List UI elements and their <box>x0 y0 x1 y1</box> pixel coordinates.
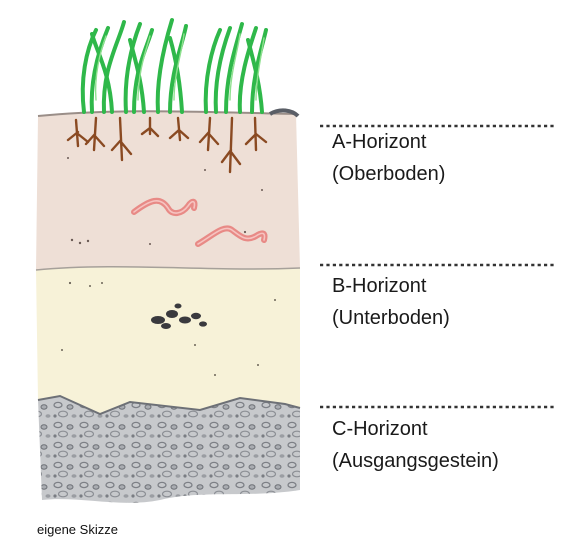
c-horizon-name: C-Horizont <box>332 413 499 445</box>
b-horizon-description: (Unterboden) <box>332 302 450 334</box>
a-horizon-name: A-Horizont <box>332 126 445 158</box>
c-horizon-description: (Ausgangsgestein) <box>332 445 499 477</box>
a-horizon-description: (Oberboden) <box>332 158 445 190</box>
b-horizon-soil <box>36 267 300 414</box>
b-horizon-label: B-Horizont (Unterboden) <box>332 270 450 334</box>
c-horizon-label: C-Horizont (Ausgangsgestein) <box>332 413 499 477</box>
c-horizon-gravel <box>38 396 300 503</box>
b-horizon-name: B-Horizont <box>332 270 450 302</box>
c-horizon-layer <box>38 396 300 503</box>
sketch-caption: eigene Skizze <box>37 522 118 537</box>
b-horizon-layer <box>36 267 300 414</box>
a-horizon-label: A-Horizont (Oberboden) <box>332 126 445 190</box>
